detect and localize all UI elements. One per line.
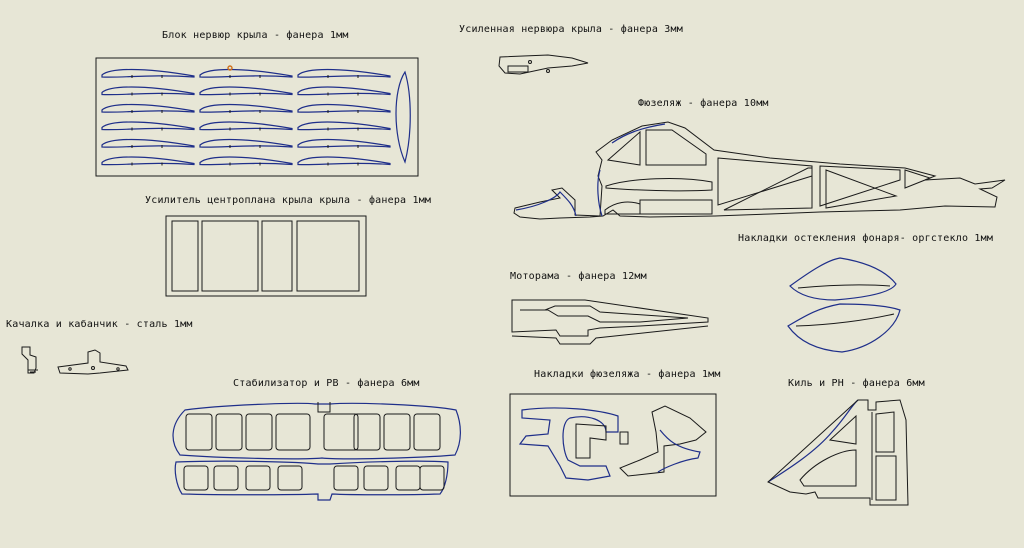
rib-slot: [327, 110, 359, 113]
rib-slot: [131, 145, 163, 148]
label-canopy-glazing: Накладки остекления фонаря- оргстекло 1м…: [738, 233, 994, 244]
canopy-glazing-overlays: [787, 257, 901, 353]
fin-and-rudder: [767, 399, 909, 506]
wing-rib: [101, 86, 195, 96]
stabilizer-and-elevator: [172, 402, 461, 501]
stabilizer-cell: [353, 413, 381, 451]
reinforced-rib: [498, 54, 589, 75]
stabilizer-cell: [185, 413, 213, 451]
motor-mount: [511, 299, 709, 345]
wing-rib: [199, 68, 293, 78]
wing-rib: [199, 138, 293, 148]
label-center-section: Усилитель центроплана крыла крыла - фане…: [145, 195, 432, 206]
wing-rib: [297, 121, 391, 131]
wing-rib: [199, 121, 293, 131]
rib-slot: [327, 162, 359, 166]
elevator-cell: [395, 465, 421, 491]
label-wing-ribs: Блок нервюр крыла - фанера 1мм: [162, 30, 349, 41]
wing-rib-block: [95, 57, 419, 177]
stabilizer-cell: [323, 413, 359, 451]
label-stabilizer-elevator: Стабилизатор и РВ - фанера 6мм: [233, 378, 420, 389]
wing-rib: [297, 86, 391, 96]
rib-slot: [131, 110, 163, 113]
elevator-cell: [363, 465, 389, 491]
elevator-cell: [419, 465, 445, 491]
label-fuselage: Фюзеляж - фанера 10мм: [638, 98, 769, 109]
label-fin-rudder: Киль и РН - фанера 6мм: [788, 378, 925, 389]
stabilizer-cell: [383, 413, 411, 451]
wing-rib: [101, 156, 195, 166]
rib-slot: [131, 162, 163, 166]
rib-slot: [327, 92, 359, 96]
wing-rib: [297, 156, 391, 166]
rocker-and-horn: [21, 346, 129, 375]
rib-slot: [131, 75, 163, 78]
rib-slot: [229, 145, 261, 148]
rib-slot: [229, 75, 261, 78]
elevator-cell: [333, 465, 359, 491]
label-reinforced-rib: Усиленная нервюра крыла - фанера 3мм: [459, 24, 683, 35]
wing-rib: [101, 68, 195, 78]
label-motor-mount: Моторама - фанера 12мм: [510, 271, 647, 282]
rib-slot: [327, 127, 359, 131]
wing-rib: [101, 103, 195, 113]
stabilizer-cell: [275, 413, 311, 451]
stabilizer-cell: [245, 413, 273, 451]
rib-slot: [131, 92, 163, 96]
wing-rib: [199, 86, 293, 96]
elevator-cell: [277, 465, 303, 491]
wing-rib: [199, 156, 293, 166]
wing-rib: [101, 121, 195, 131]
wing-rib: [101, 138, 195, 148]
fuselage: [513, 121, 1006, 220]
elevator-cell: [183, 465, 209, 491]
wing-rib: [297, 103, 391, 113]
rib-slot: [327, 145, 359, 148]
rib-slot: [327, 75, 359, 78]
rib-slot: [229, 92, 261, 96]
wing-rib: [199, 103, 293, 113]
rib-slot: [131, 127, 163, 131]
wing-rib: [297, 68, 391, 78]
stabilizer-cell: [215, 413, 243, 451]
rib-slot: [229, 127, 261, 131]
label-rocker-horn: Качалка и кабанчик - сталь 1мм: [6, 319, 193, 330]
elevator-cell: [245, 465, 271, 491]
elevator-cell: [213, 465, 239, 491]
rib-slot: [229, 110, 261, 113]
wing-rib: [297, 138, 391, 148]
stabilizer-cell: [413, 413, 441, 451]
rib-slot: [229, 162, 261, 166]
label-fuselage-overlays: Накладки фюзеляжа - фанера 1мм: [534, 369, 721, 380]
fuselage-overlays: [509, 393, 717, 497]
center-section-plate: [165, 215, 367, 297]
